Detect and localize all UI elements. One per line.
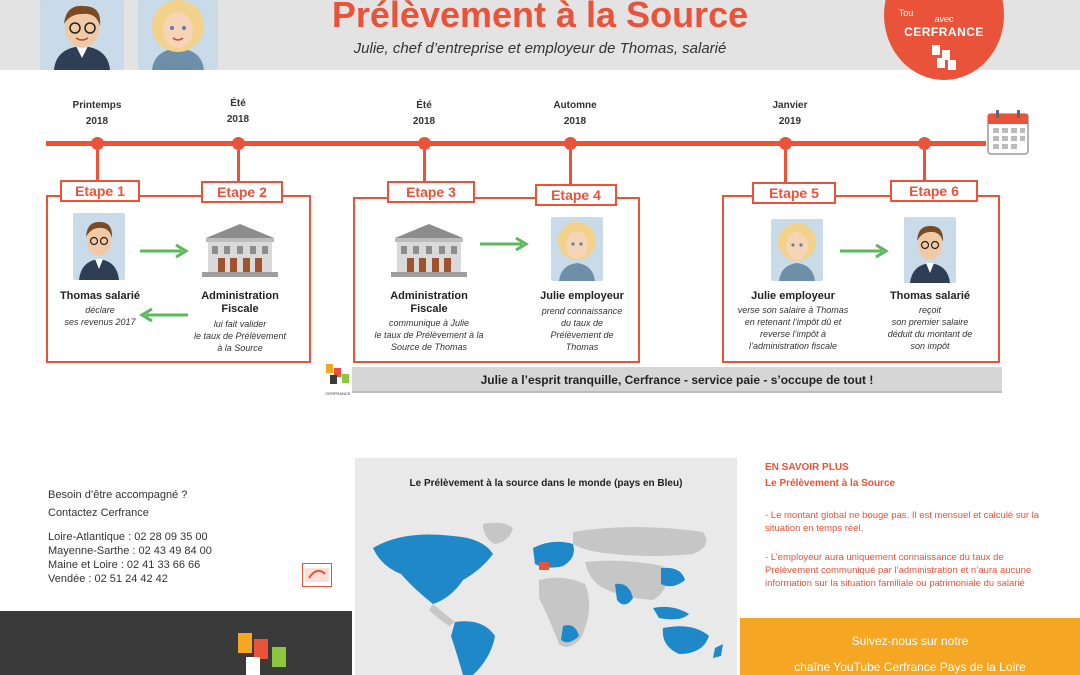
step-4-desc: prend connaissance du taux de Prélèvemen… — [541, 306, 623, 352]
step-1-who: Thomas salarié — [59, 290, 141, 302]
youtube-line-1: Suivez-nous sur notre — [851, 634, 969, 648]
timeline-dot — [418, 137, 431, 150]
timeline-dot — [91, 137, 104, 150]
approved-stamp-icon — [302, 563, 332, 587]
info-paragraph-2: - L’employeur aura uniquement connaissan… — [765, 552, 1032, 589]
timeline-line — [46, 141, 986, 146]
mini-logo-text: CERFRANCE — [325, 391, 351, 396]
contact-phone: Loire-Atlantique : 02 28 09 35 00 — [48, 531, 208, 543]
calendar-icon — [987, 110, 1029, 155]
step-6-who: Thomas salarié — [889, 290, 971, 302]
timeline-tick — [237, 150, 240, 184]
step-5-desc: verse son salaire à Thomas en retenant l… — [737, 305, 849, 351]
info-heading-2: Le Prélèvement à la Source — [765, 478, 896, 489]
step-5-who: Julie employeur — [751, 290, 835, 302]
timeline-tick — [423, 150, 426, 184]
step-3-desc: communique à Julie le taux de Prélèvemen… — [374, 318, 484, 352]
thomas-avatar — [73, 213, 125, 280]
world-map — [373, 522, 723, 675]
timeline-tick — [96, 150, 99, 184]
step-2-desc: lui fait valider le taux de Prélèvement … — [193, 319, 287, 353]
youtube-channel-link[interactable]: chaîne YouTube Cerfrance Pays de la Loir… — [794, 660, 1026, 674]
arrow-right-icon — [840, 244, 889, 258]
info-paragraph-1: - Le montant global ne bouge pas. Il est… — [765, 510, 1040, 534]
step-2-who: Administration Fiscale — [201, 290, 279, 315]
timeline-dot — [564, 137, 577, 150]
timeline-dot — [918, 137, 931, 150]
timeline-dot — [232, 137, 245, 150]
contact-phone: Mayenne-Sarthe : 02 43 49 84 00 — [48, 545, 212, 557]
step-label-4: Etape 4 — [535, 184, 617, 206]
step-label-3: Etape 3 — [387, 181, 475, 203]
contact-intro-2: Contactez Cerfrance — [48, 507, 149, 519]
arrow-right-icon — [140, 244, 189, 258]
step-label-1: Etape 1 — [60, 180, 140, 202]
timeline-dot — [779, 137, 792, 150]
dark-footer-panel — [0, 611, 352, 675]
contact-phone: Maine et Loire : 02 41 33 66 66 — [48, 559, 201, 571]
cerfrance-logo-icon — [932, 45, 956, 70]
step-3-who: Administration Fiscale — [390, 290, 468, 315]
info-heading-1: EN SAVOIR PLUS — [765, 462, 849, 473]
julie-avatar — [771, 219, 823, 281]
step-label-6: Etape 6 — [890, 180, 978, 202]
administration-building-icon — [391, 224, 467, 277]
badge-small-text: avec — [934, 14, 954, 24]
arrow-right-icon — [480, 237, 529, 251]
thomas-avatar-header — [40, 0, 124, 70]
badge-brand: CERFRANCE — [904, 25, 984, 39]
step-6-desc: reçoit son premier salaire déduit du mon… — [887, 305, 973, 351]
step-label-2: Etape 2 — [201, 181, 283, 203]
page-title: Prélèvement à la Source — [331, 0, 749, 35]
contact-phone: Vendée : 02 51 24 42 42 — [48, 573, 168, 585]
youtube-banner[interactable]: Suivez-nous sur notre chaîne YouTube Cer… — [740, 618, 1080, 675]
map-title: Le Prélèvement à la source dans le monde… — [409, 478, 683, 489]
contact-intro-1: Besoin d’être accompagné ? — [48, 489, 188, 501]
arrow-left-icon — [139, 308, 188, 322]
julie-avatar-header — [138, 0, 218, 70]
timeline-tick — [569, 150, 572, 184]
step-label-5: Etape 5 — [752, 182, 836, 204]
world-map-panel: Le Prélèvement à la source dans le monde… — [355, 458, 737, 675]
banner: Julie a l’esprit tranquille, Cerfrance -… — [352, 367, 1002, 393]
page-subtitle: Julie, chef d’entreprise et employeur de… — [353, 40, 727, 57]
administration-building-icon — [202, 224, 278, 277]
cerfrance-mini-logo: CERFRANCE — [325, 362, 351, 396]
step-1-desc: déclare ses revenus 2017 — [64, 305, 136, 327]
julie-avatar — [551, 217, 603, 281]
step-4-who: Julie employeur — [540, 290, 624, 302]
cerfrance-logo-icon — [238, 633, 286, 675]
thomas-avatar — [904, 217, 956, 283]
timeline-tick — [923, 150, 926, 184]
timeline-tick — [784, 150, 787, 184]
badge-top-text: Tou — [898, 8, 914, 18]
